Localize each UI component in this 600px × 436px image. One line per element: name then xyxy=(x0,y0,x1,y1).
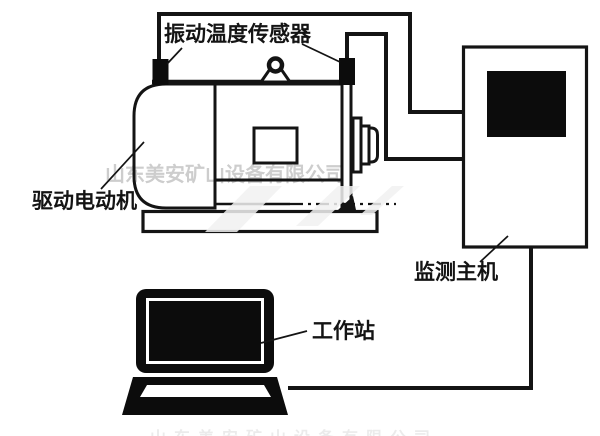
sensor-label: 振动温度传感器 xyxy=(164,23,311,46)
watermark-logo-stroke-2 xyxy=(296,186,360,226)
laptop-screen-frame xyxy=(136,289,274,373)
leader-lines xyxy=(100,43,509,344)
watermark-text-bottom: 山东美安矿山设备有限公司 xyxy=(150,424,438,436)
host-label: 监测主机 xyxy=(414,261,498,284)
lifting-eye-icon xyxy=(266,56,285,74)
cables xyxy=(157,12,533,390)
leader-sensor-left xyxy=(166,47,183,65)
monitoring-host-screen xyxy=(487,71,566,137)
watermark-logo xyxy=(205,186,404,232)
endbell-foot-wedge xyxy=(338,196,356,210)
watermark-logo-stroke-3 xyxy=(360,186,404,215)
vibration-temperature-sensor-left-icon xyxy=(152,59,169,85)
vibration-temperature-sensor-right-icon xyxy=(339,58,355,85)
laptop-hinge-gap xyxy=(128,373,282,377)
watermark-text: 山东美安矿山设备有限公司 xyxy=(105,164,345,186)
monitoring-host xyxy=(461,45,589,249)
motor-base-plate xyxy=(141,209,379,234)
motor-nameplate xyxy=(252,126,299,165)
motor-label: 驱动电动机 xyxy=(32,190,137,213)
leader-host xyxy=(479,235,509,263)
drive-motor xyxy=(132,56,396,234)
motor-fan-cowl xyxy=(132,82,217,210)
workstation-laptop-icon xyxy=(122,289,288,415)
laptop-keyboard-area xyxy=(140,385,271,397)
laptop-screen-inner-ring xyxy=(146,298,264,364)
workstation-label: 工作站 xyxy=(312,320,375,343)
leader-motor xyxy=(100,141,145,190)
cable-host-to-workstation xyxy=(288,246,533,390)
cable-sensor1-to-host xyxy=(157,12,462,114)
cable-sensor2-to-host xyxy=(345,32,462,161)
leader-workstation xyxy=(260,330,308,344)
leader-sensor-right xyxy=(301,43,341,63)
watermark-logo-stroke-1 xyxy=(205,186,282,232)
shaft-coupling xyxy=(367,126,379,164)
